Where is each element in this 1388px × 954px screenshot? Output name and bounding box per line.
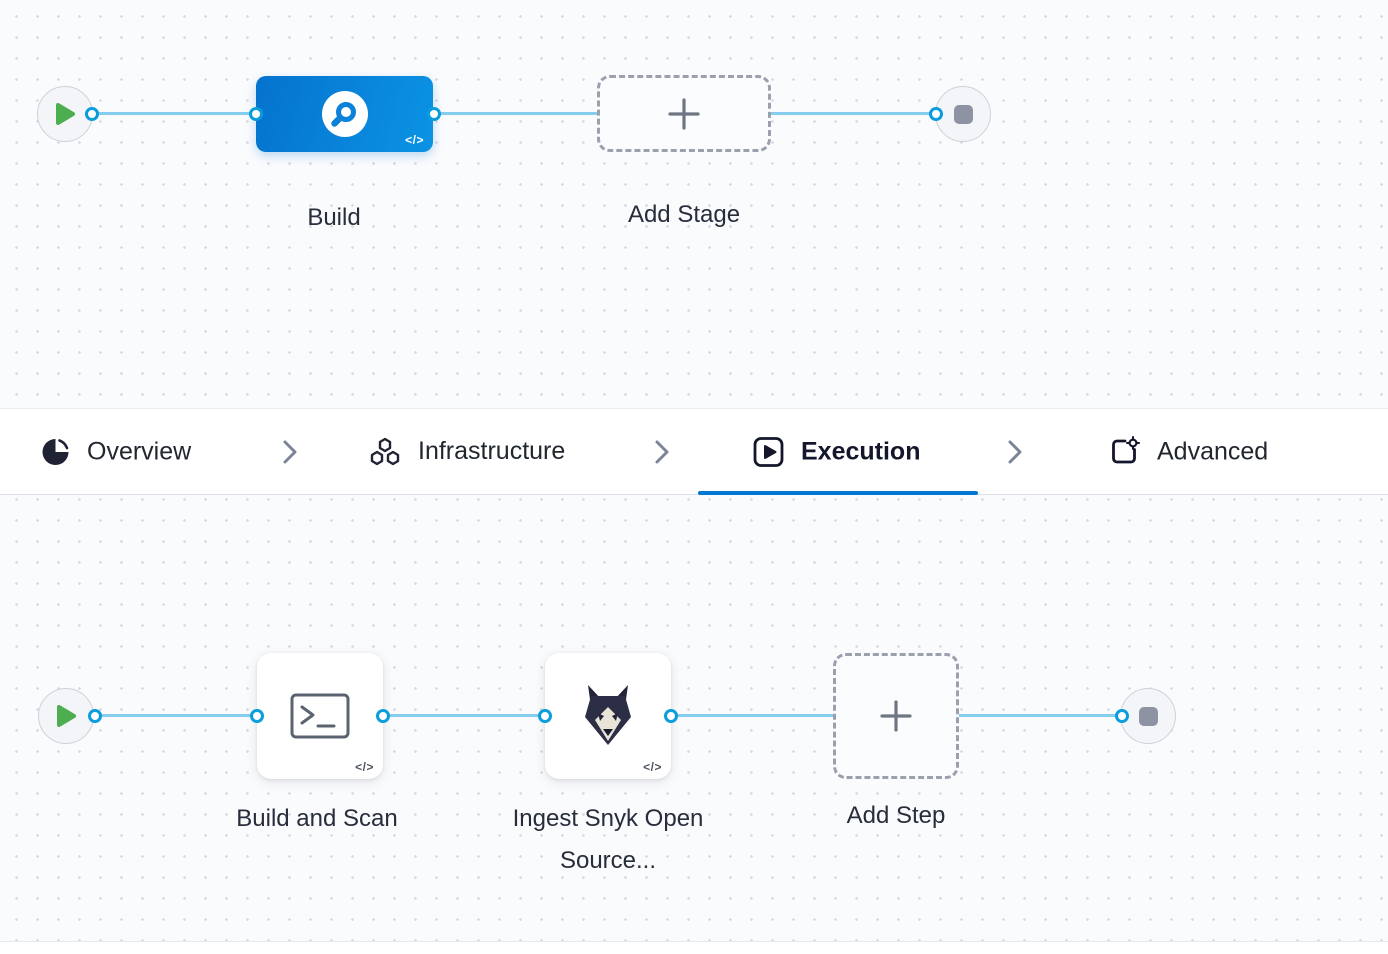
tab-advanced[interactable]: Advanced <box>1108 435 1268 468</box>
ci-stage-icon <box>321 91 368 137</box>
stage-node-build[interactable]: </> <box>256 76 433 152</box>
connector-dot[interactable] <box>929 107 943 121</box>
code-badge: </> <box>405 133 424 147</box>
code-badge: </> <box>643 760 662 774</box>
add-stage-button[interactable] <box>597 75 771 152</box>
execution-start-node[interactable] <box>38 688 94 744</box>
chevron-right-icon <box>283 440 297 463</box>
connector-dot[interactable] <box>250 709 264 723</box>
stage-label: Build <box>307 204 361 231</box>
connector-dot[interactable] <box>427 107 441 121</box>
bottom-panel-edge <box>0 941 1388 954</box>
edge-addstep-to-end <box>958 714 1122 717</box>
connector-dot[interactable] <box>1115 709 1129 723</box>
connector-dot[interactable] <box>249 107 263 121</box>
infrastructure-icon <box>370 437 400 465</box>
advanced-icon <box>1112 435 1140 463</box>
step1-label: Build and Scan <box>236 805 398 832</box>
chevron-right-icon <box>655 440 669 463</box>
edge-addstage-to-end <box>770 112 936 115</box>
edge-start-to-build <box>92 112 258 115</box>
play-icon <box>57 705 76 727</box>
code-badge: </> <box>355 760 374 774</box>
plus-icon <box>880 700 912 732</box>
stop-icon <box>1138 706 1158 726</box>
connector-dot[interactable] <box>538 709 552 723</box>
tab-label: Advanced <box>1157 437 1269 465</box>
edge-step2-to-addstep <box>671 714 834 717</box>
tab-infrastructure[interactable]: Infrastructure <box>368 436 565 468</box>
edge-start-to-step1 <box>95 714 258 717</box>
overview-icon <box>42 438 69 465</box>
edge-build-to-addstage <box>433 112 599 115</box>
execution-icon <box>753 436 784 467</box>
run-step-terminal-icon <box>290 693 350 739</box>
step2-label: Ingest Snyk Open Source... <box>512 805 704 874</box>
edge-step1-to-step2 <box>383 714 546 717</box>
add-step-label: Add Step <box>846 802 946 829</box>
tab-label: Overview <box>87 437 192 465</box>
stop-icon <box>953 104 973 124</box>
step-node-build-and-scan[interactable]: </> <box>257 653 383 779</box>
connector-dot[interactable] <box>85 107 99 121</box>
stage-tabbar: Overview Infrastructure Execution <box>0 408 1388 495</box>
chevron-right-icon <box>1008 440 1022 463</box>
tab-label: Execution <box>801 437 921 465</box>
add-stage-label: Add Stage <box>627 201 741 228</box>
play-icon <box>56 103 75 125</box>
plus-icon <box>668 97 700 130</box>
connector-dot[interactable] <box>88 709 102 723</box>
add-step-button[interactable] <box>833 653 959 779</box>
connector-dot[interactable] <box>664 709 678 723</box>
tab-execution[interactable]: Execution <box>752 435 920 468</box>
pipeline-end-node[interactable] <box>935 86 991 142</box>
step-node-ingest-snyk[interactable]: </> <box>545 653 671 779</box>
active-tab-underline <box>698 491 978 495</box>
connector-dot[interactable] <box>376 709 390 723</box>
tab-label: Infrastructure <box>418 437 566 465</box>
snyk-dog-icon <box>585 685 631 745</box>
tab-overview[interactable]: Overview <box>40 436 191 467</box>
